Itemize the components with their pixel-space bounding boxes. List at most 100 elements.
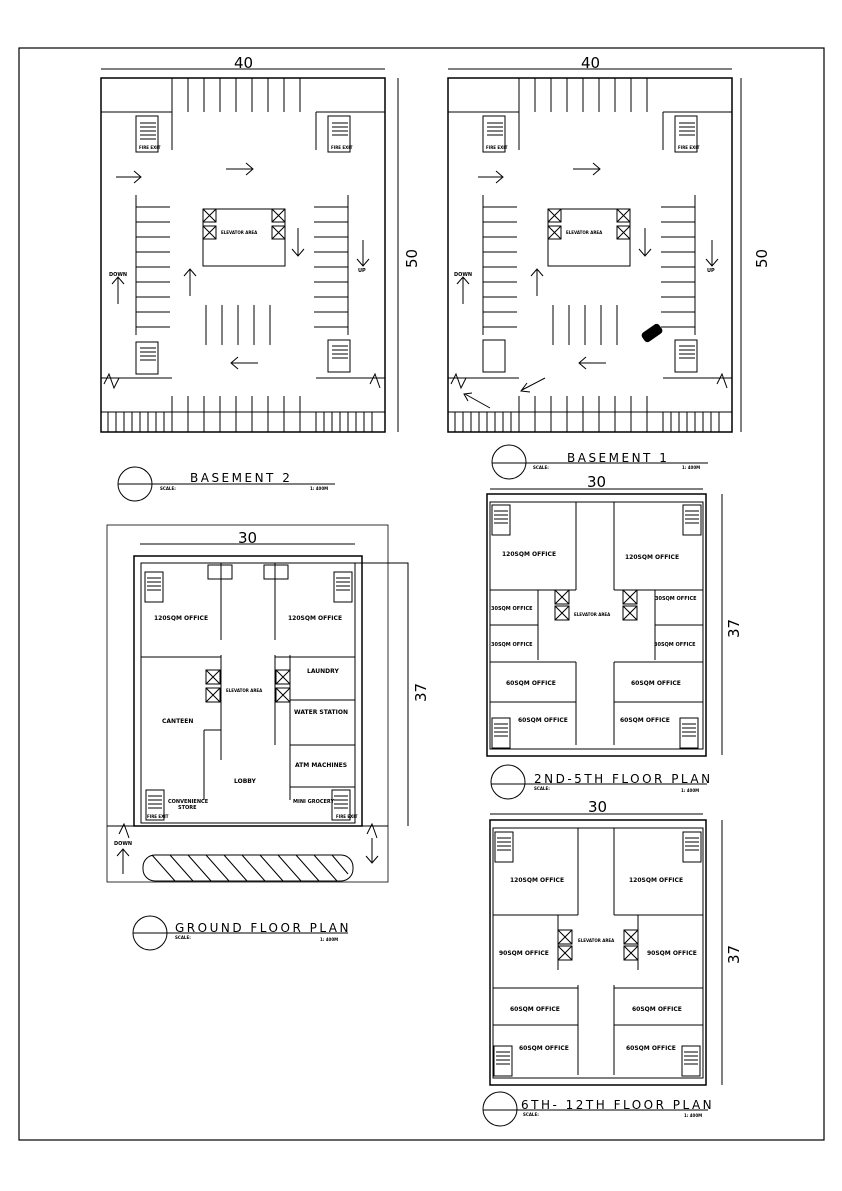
elevator-shafts [205,669,291,703]
stair-bottom-left [491,717,511,749]
office-label: 30SQM OFFICE [491,606,533,612]
office-label: 30SQM OFFICE [654,642,696,648]
stair-treads [332,345,348,359]
stair-treads [685,510,699,524]
parking-stalls-center [205,305,271,345]
stair-bottom-right [331,789,351,821]
dimension-depth: 50 [753,249,771,268]
office-label: 60SQM OFFICE [626,1045,676,1052]
elevator-area-label: ELEVATOR AREA [226,688,263,693]
title-bubble [490,764,526,800]
stair-treads [679,122,695,136]
elevator-shafts [554,589,638,621]
room-label: LAUNDRY [307,668,339,675]
dimension-depth: 37 [725,945,743,964]
plan-title: BASEMENT 2 [190,471,292,485]
elevator-shafts [547,208,631,240]
stair-bottom-right [681,1045,701,1077]
scale-label: SCALE: [175,935,191,940]
toilet-block [263,564,289,580]
hatch-pattern [151,854,349,882]
fire-exit-label: FIRE EXIT [486,145,508,150]
plan-title: GROUND FLOOR PLAN [175,921,351,935]
stair-bottom-left [493,1045,513,1077]
office-label: 60SQM OFFICE [506,680,556,687]
stair-treads [334,795,348,809]
dimension-width: 30 [587,473,606,491]
stair-top-left [491,504,511,536]
traffic-arrows [456,162,719,409]
title-bubble [482,1091,518,1127]
elevator-area-label: ELEVATOR AREA [578,938,615,943]
office-label: 90SQM OFFICE [499,950,549,957]
scale-value: 1: 400M [320,937,338,942]
office-label: 30SQM OFFICE [491,642,533,648]
office-label: 120SQM OFFICE [510,877,564,884]
office-label: 90SQM OFFICE [647,950,697,957]
parking-stalls [171,78,301,112]
stair-treads [332,122,348,136]
plan-title: 6TH- 12TH FLOOR PLAN [521,1098,714,1112]
parking-stalls-right [314,195,349,335]
room-label: WATER STATION [294,709,348,716]
office-label: 60SQM OFFICE [620,717,670,724]
floor-outline [447,77,733,433]
elevator-area-label: ELEVATOR AREA [574,612,611,617]
basement-2-plan: 40 50 FIRE EXIT FIRE EXIT ELEVATOR AREA … [100,54,421,502]
up-label: UP [707,268,715,274]
driveway-arrows [107,822,388,874]
stair-top-left [144,571,164,603]
car-icon [641,323,663,343]
scale-label: SCALE: [523,1112,539,1117]
floor-outline [100,77,386,433]
office-label: 60SQM OFFICE [631,680,681,687]
stair-bottom-left [482,339,506,373]
parking-stalls [518,78,648,112]
down-label: DOWN [454,272,472,278]
stair-treads [682,723,696,737]
room-label: CONVENIENCE [168,799,209,805]
elevator-core [547,208,631,267]
parking-stalls-center [552,305,618,345]
elevator-area-label: ELEVATOR AREA [221,230,258,235]
scale-label: SCALE: [160,486,176,491]
stair-treads [684,1051,698,1065]
title-bubble [491,444,527,480]
ramp-break [101,372,385,390]
office-label: 60SQM OFFICE [510,1006,560,1013]
ramp-break [448,372,732,390]
stair-bottom-right [327,339,351,373]
room-label: MINI GROCERY [293,799,334,805]
stair-treads [494,510,508,524]
toilet-block [207,564,233,580]
elevator-core [202,208,286,267]
basement-1-plan: 40 50 FIRE EXIT FIRE EXIT ELEVATOR AREA … [447,54,771,480]
floors-2-5-plan: 30 37 120SQM OFFICE 120SQM OFFICE 30SQM … [486,473,743,800]
building-outline [489,819,707,1086]
office-label: 60SQM OFFICE [632,1006,682,1013]
fire-exit-label: FIRE EXIT [678,145,700,150]
stair-treads [148,795,162,809]
fire-exit-label: FIRE EXIT [139,145,161,150]
dimension-width: 30 [238,529,257,547]
parking-stalls-bottom [101,396,385,432]
dimension-depth: 50 [403,249,421,268]
down-label: DOWN [109,272,127,278]
stair-top-left [494,831,514,863]
stair-bottom-right [679,717,699,749]
office-label: 120SQM OFFICE [625,554,679,561]
stair-top-left [482,115,506,153]
office-label: 120SQM OFFICE [288,615,342,622]
stair-treads [487,122,503,136]
scale-label: SCALE: [533,465,549,470]
stair-treads [140,347,156,361]
stair-top-right [333,571,353,603]
scale-value: 1: 400M [684,1113,702,1118]
dimension-line [355,562,409,826]
site-outline [106,524,389,883]
room-label: CANTEEN [162,718,193,725]
office-label: 30SQM OFFICE [655,596,697,602]
stair-bottom-left [145,789,165,821]
scale-value: 1: 400M [310,486,328,491]
